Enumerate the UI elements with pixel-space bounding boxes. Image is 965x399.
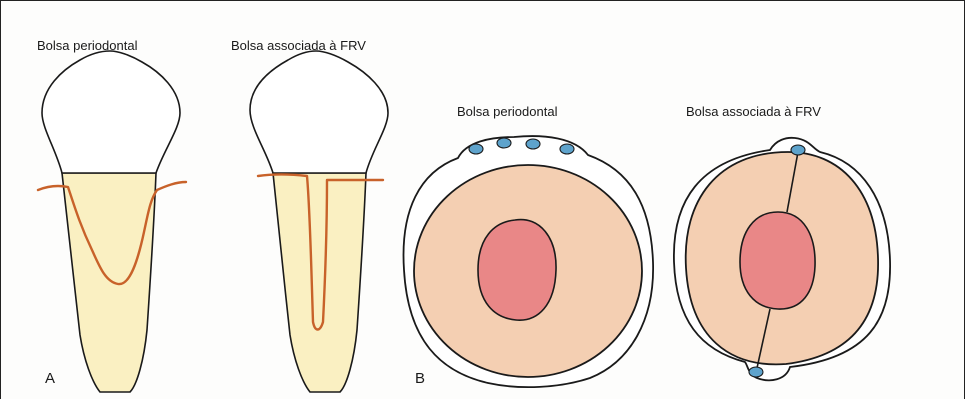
section-right-label: Bolsa associada à FRV (686, 104, 821, 119)
panel-b-letter: B (415, 370, 425, 387)
tooth-right-label: Bolsa associada à FRV (231, 38, 366, 53)
cross-section-periodontal-icon: Bolsa periodontal B (403, 104, 653, 387)
tooth-periodontal-pocket-icon: Bolsa periodontal A (37, 38, 186, 392)
tooth-left-label: Bolsa periodontal (37, 38, 138, 53)
cross-section-vrf-icon: Bolsa associada à FRV (674, 104, 890, 380)
panel-a-letter: A (45, 370, 55, 387)
section-left-label: Bolsa periodontal (457, 104, 558, 119)
tooth-vrf-pocket-icon: Bolsa associada à FRV (231, 38, 388, 392)
